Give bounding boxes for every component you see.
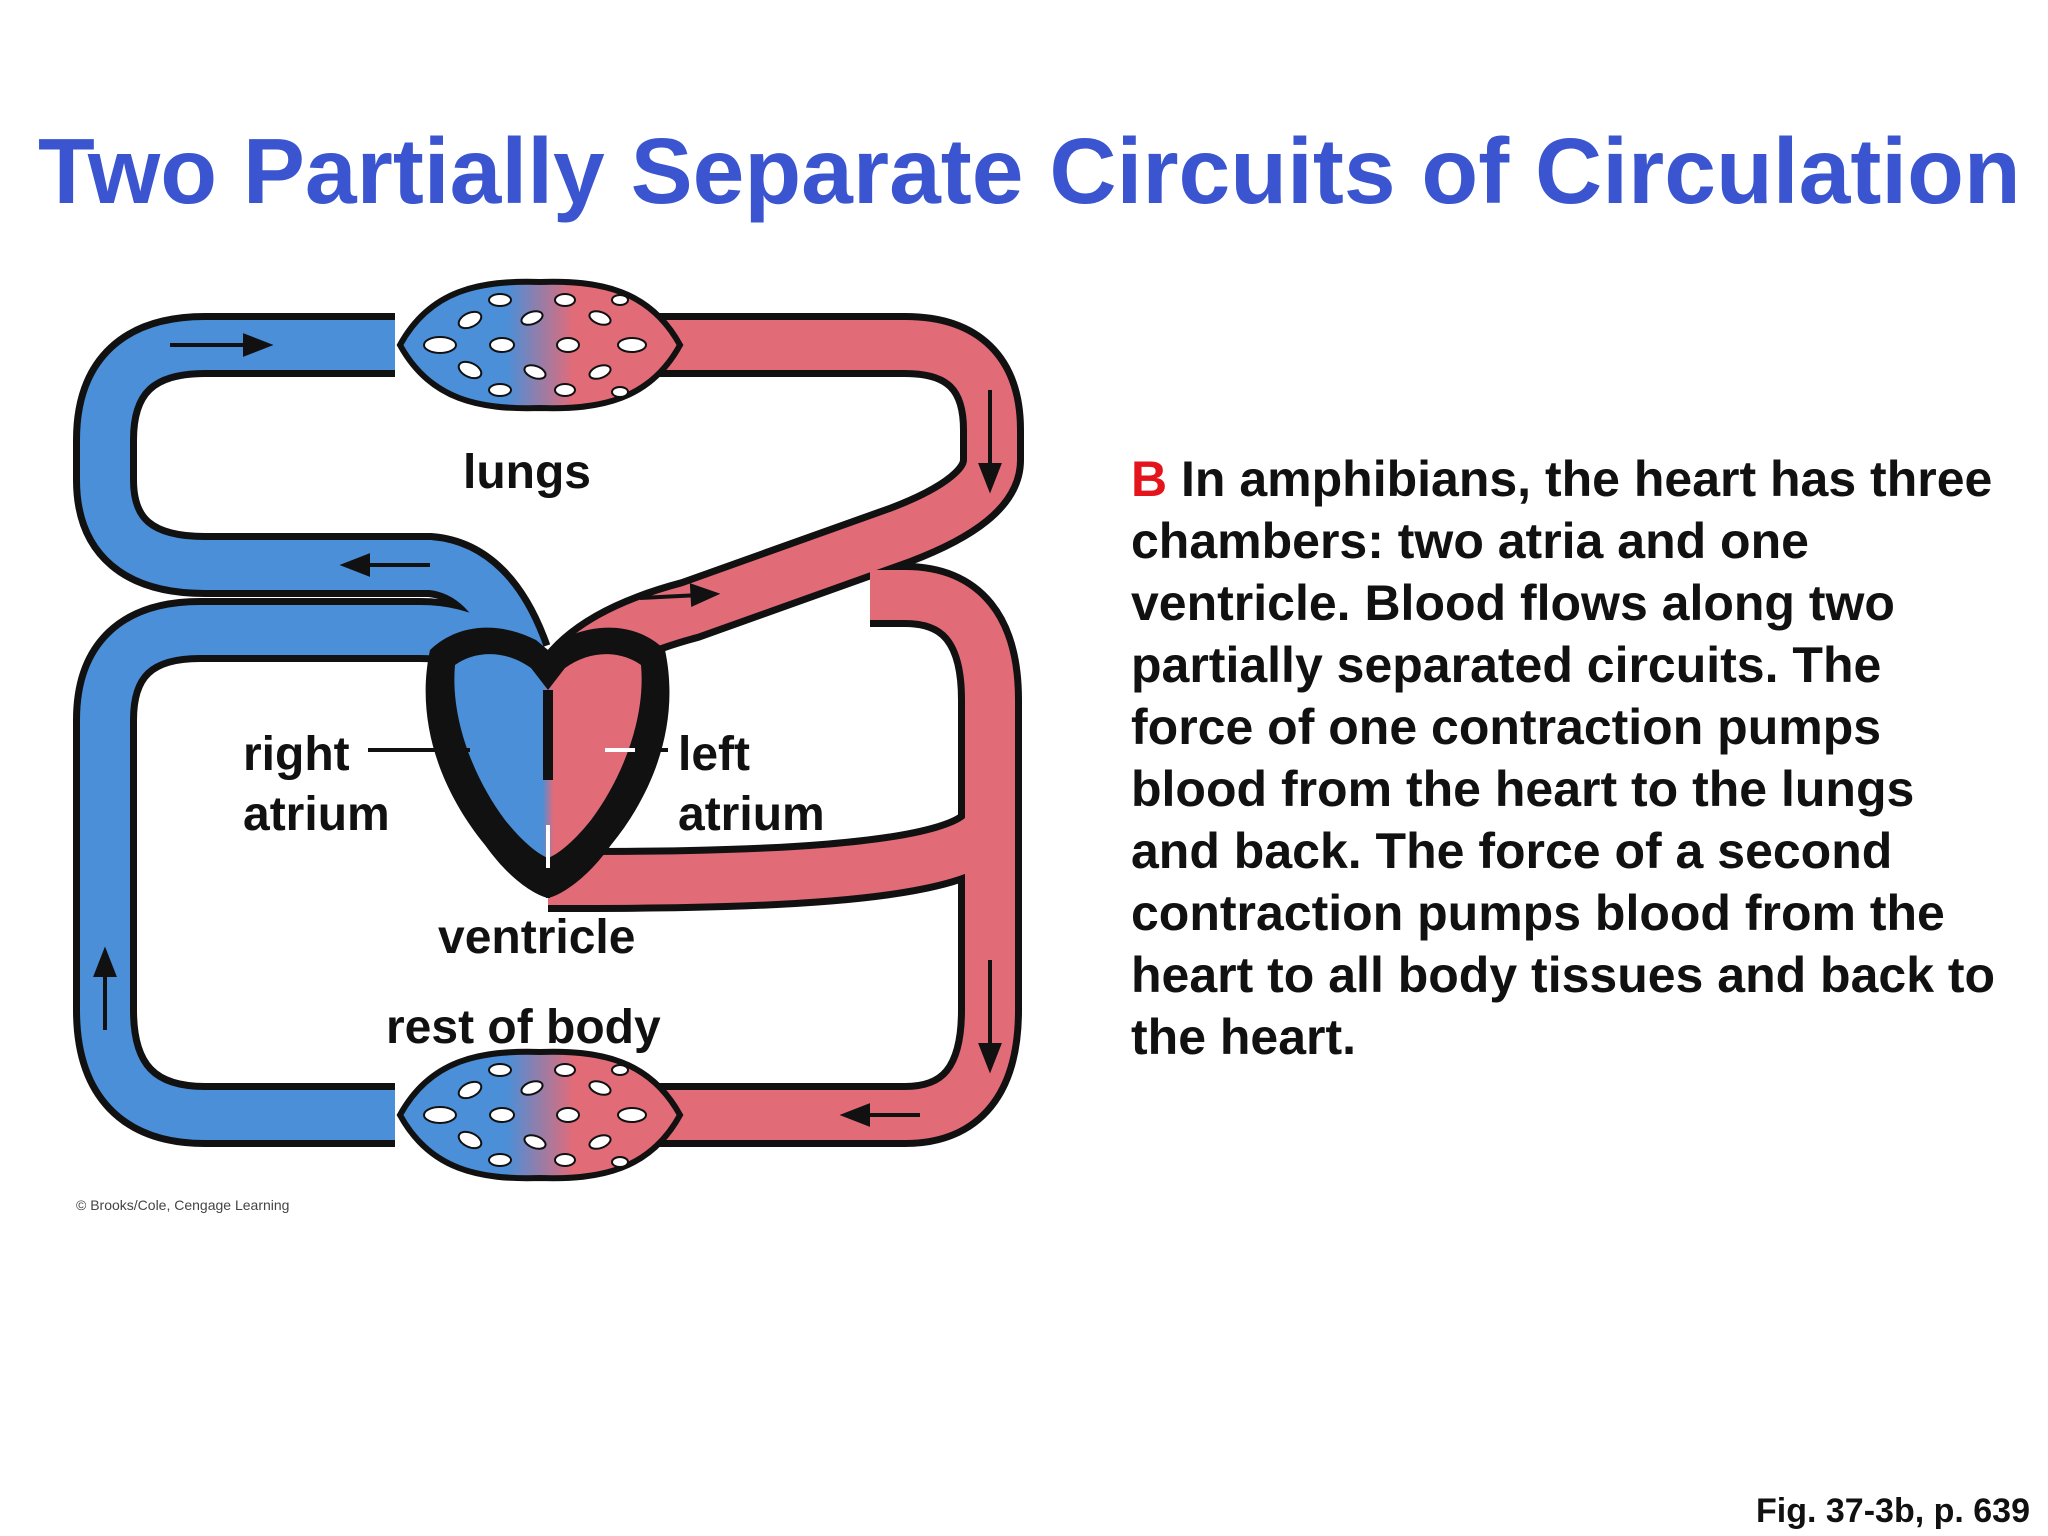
caption-letter: B (1131, 451, 1168, 507)
arrow-body-right (978, 960, 1002, 1074)
flow-arrows (93, 333, 1002, 1127)
arrow-pulmonary-out (639, 583, 721, 608)
figure-caption: B In amphibians, the heart has three cha… (1131, 448, 2011, 1068)
label-ventricle: ventricle (438, 911, 635, 964)
arrow-vena-cava-up (93, 946, 117, 1030)
label-left-atrium-line1: left (678, 728, 750, 781)
arrow-body-bottom (839, 1103, 920, 1127)
image-credit: © Brooks/Cole, Cengage Learning (76, 1197, 289, 1213)
figure-reference: Fig. 37-3b, p. 639 (1756, 1492, 2030, 1530)
arrow-lungs-return (339, 553, 430, 577)
arrow-lungs-top (170, 333, 274, 357)
label-right-atrium-line1: right (243, 728, 350, 781)
pulmonary-artery (80, 320, 544, 664)
lung-capillary-bed (396, 278, 684, 412)
caption-text: In amphibians, the heart has three chamb… (1131, 451, 1996, 1065)
label-left-atrium-line2: atrium (678, 788, 825, 841)
heart (425, 627, 670, 898)
label-lungs: lungs (463, 446, 591, 499)
body-capillary-bed (396, 1048, 684, 1182)
slide-title: Two Partially Separate Circuits of Circu… (38, 119, 2021, 223)
arrow-pulmonary-vein-right (978, 390, 1002, 494)
vena-cava (80, 605, 493, 1140)
label-right-atrium-line2: atrium (243, 788, 390, 841)
label-rest-of-body: rest of body (386, 1001, 661, 1054)
